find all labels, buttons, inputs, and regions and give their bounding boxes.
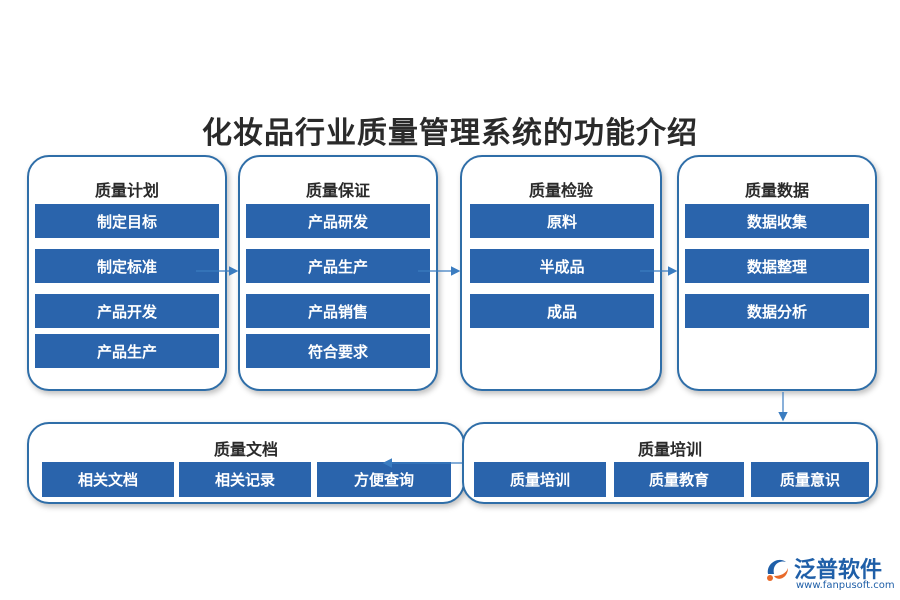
logo-url: www.fanpusoft.com <box>796 580 895 591</box>
panel-quality-assurance: 质量保证 产品研发 产品生产 产品销售 符合要求 <box>238 155 438 391</box>
panel-title: 质量计划 <box>94 181 159 200</box>
panel-title: 质量培训 <box>637 440 702 459</box>
item-product-sales: 产品销售 <box>246 294 430 328</box>
item-set-standards: 制定标准 <box>35 249 219 283</box>
item-quality-education: 质量教育 <box>614 462 744 497</box>
item-related-documents: 相关文档 <box>42 462 174 497</box>
item-data-collection: 数据收集 <box>685 204 869 238</box>
fanpu-logo-icon <box>767 559 788 581</box>
brand-logo: 泛普软件 www.fanpusoft.com <box>760 548 895 594</box>
panel-title: 质量检验 <box>528 181 593 200</box>
panel-quality-training: 质量培训 质量培训 质量教育 质量意识 <box>462 422 878 504</box>
item-set-goals: 制定目标 <box>35 204 219 238</box>
item-data-analysis: 数据分析 <box>685 294 869 328</box>
item-data-organization: 数据整理 <box>685 249 869 283</box>
panel-quality-plan: 质量计划 制定目标 制定标准 产品开发 产品生产 <box>27 155 227 391</box>
item-product-rnd: 产品研发 <box>246 204 430 238</box>
item-product-production: 产品生产 <box>35 334 219 368</box>
panel-quality-data: 质量数据 数据收集 数据整理 数据分析 <box>677 155 877 391</box>
item-quality-training: 质量培训 <box>474 462 606 497</box>
panel-title: 质量保证 <box>305 181 370 200</box>
item-easy-query: 方便查询 <box>317 462 451 497</box>
item-raw-materials: 原料 <box>470 204 654 238</box>
item-quality-awareness: 质量意识 <box>751 462 869 497</box>
item-related-records: 相关记录 <box>179 462 311 497</box>
item-semi-finished: 半成品 <box>470 249 654 283</box>
item-product-production: 产品生产 <box>246 249 430 283</box>
page-title: 化妆品行业质量管理系统的功能介绍 <box>202 116 698 151</box>
item-product-development: 产品开发 <box>35 294 219 328</box>
item-finished-products: 成品 <box>470 294 654 328</box>
logo-name: 泛普软件 <box>794 558 883 583</box>
panel-title: 质量文档 <box>213 440 278 459</box>
panel-title: 质量数据 <box>744 181 809 200</box>
item-meet-requirements: 符合要求 <box>246 334 430 368</box>
panel-quality-inspection: 质量检验 原料 半成品 成品 <box>460 155 662 391</box>
